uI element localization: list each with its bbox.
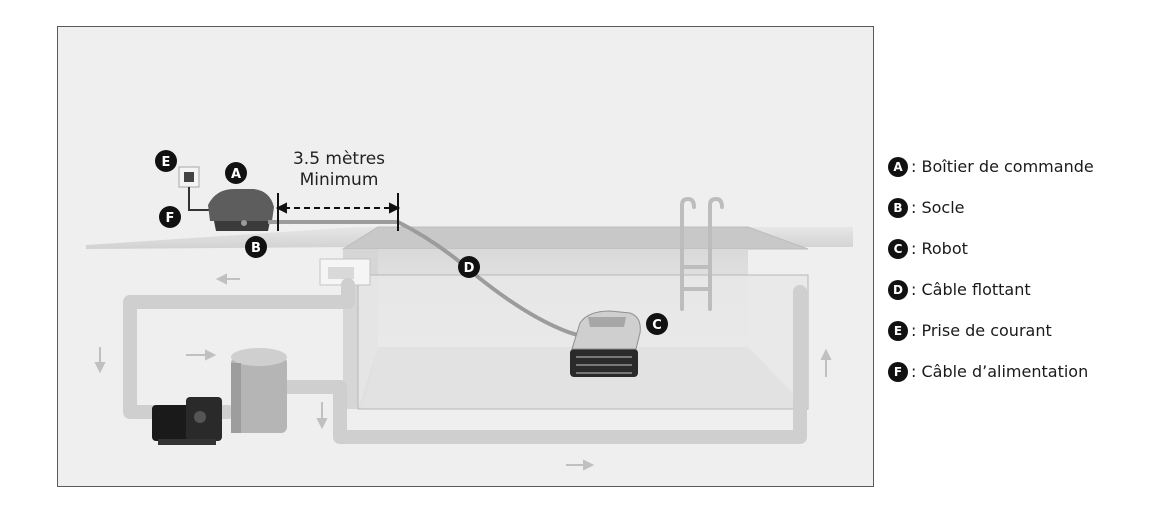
legend-text-f: : Câble d’alimentation: [911, 362, 1089, 381]
pool-outline: [357, 274, 809, 410]
pool-floor: [358, 347, 808, 409]
distance-qualifier: Minimum: [299, 170, 379, 190]
legend-text-d: : Câble flottant: [911, 280, 1031, 299]
svg-text:D: D: [464, 261, 475, 276]
legend-badge-a: A: [888, 156, 908, 177]
svg-text:A: A: [231, 167, 241, 182]
marker-a: A: [225, 162, 247, 184]
power-cable: [188, 187, 211, 211]
marker-c: C: [646, 313, 668, 335]
marker-f: F: [159, 206, 181, 228]
marker-d: D: [458, 256, 480, 278]
legend-item-a: A : Boîtier de commande: [888, 146, 1156, 187]
legend-text-e: : Prise de courant: [911, 321, 1052, 340]
legend-badge-c: C: [888, 238, 908, 259]
legend-item-c: C : Robot: [888, 228, 1156, 269]
legend-text-a: : Boîtier de commande: [911, 157, 1094, 176]
legend-badge-d: D: [888, 279, 908, 300]
svg-text:E: E: [162, 155, 171, 170]
legend-text-b: : Socle: [911, 198, 965, 217]
flow-arrows: [94, 273, 832, 471]
pool-robot: [570, 310, 641, 377]
legend-item-e: E : Prise de courant: [888, 310, 1156, 351]
legend-text-c: : Robot: [911, 239, 968, 258]
legend-badge-b: B: [888, 197, 908, 218]
distance-label: 3.5 mètres Minimum: [272, 149, 406, 191]
svg-text:C: C: [652, 318, 662, 333]
pool-ladder: [680, 196, 724, 311]
control-box: [208, 189, 274, 231]
svg-text:F: F: [166, 211, 175, 226]
legend-badge-f: F: [888, 361, 908, 382]
pool-pump: [152, 397, 222, 445]
marker-e: E: [155, 150, 177, 172]
legend-item-b: B : Socle: [888, 187, 1156, 228]
sand-filter: [231, 348, 287, 433]
legend: A : Boîtier de commande B : Socle C : Ro…: [888, 146, 1156, 392]
svg-text:B: B: [251, 241, 261, 256]
legend-item-d: D : Câble flottant: [888, 269, 1156, 310]
power-outlet: [178, 166, 200, 188]
pool-scene: E A F B D C: [86, 150, 853, 471]
distance-indicator: [275, 193, 401, 231]
legend-item-f: F : Câble d’alimentation: [888, 351, 1156, 392]
distance-value: 3.5 mètres: [292, 149, 386, 169]
legend-badge-e: E: [888, 320, 908, 341]
pool-installation-diagram: E A F B D C 3.5 mètres Minimum: [57, 26, 874, 487]
marker-b: B: [245, 236, 267, 258]
